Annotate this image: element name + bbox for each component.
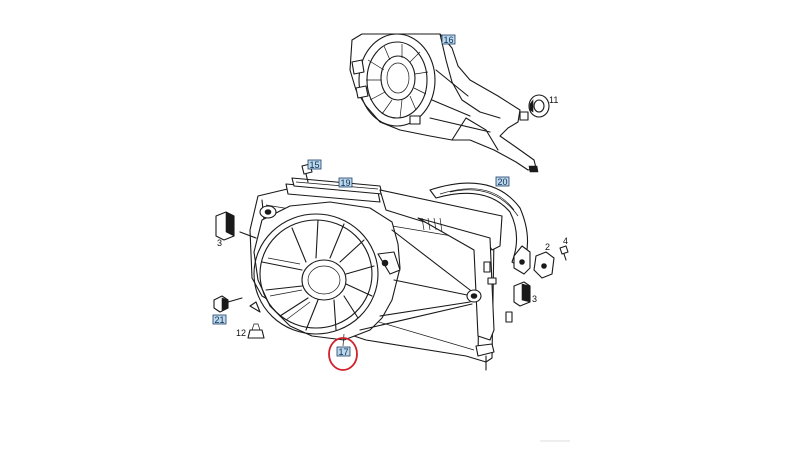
label-21: 21 bbox=[214, 315, 224, 325]
label-box-16: 16 bbox=[441, 34, 456, 45]
label-box-21: 21 bbox=[212, 314, 227, 325]
label-4: 4 bbox=[563, 236, 568, 246]
bolt-part-21 bbox=[213, 295, 243, 313]
faint-mark bbox=[540, 440, 570, 442]
label-19: 19 bbox=[340, 178, 350, 188]
rubber-mount-right-part-3 bbox=[513, 281, 531, 307]
highlight-circle bbox=[328, 337, 358, 371]
label-3-left: 3 bbox=[217, 238, 222, 248]
clip-part-12 bbox=[247, 301, 265, 339]
label-17: 17 bbox=[338, 347, 348, 357]
label-box-19: 19 bbox=[338, 177, 353, 188]
grommet-part-11 bbox=[528, 94, 550, 118]
label-15: 15 bbox=[309, 160, 319, 170]
label-box-17: 17 bbox=[336, 346, 351, 357]
label-2: 2 bbox=[545, 242, 550, 252]
label-box-15: 15 bbox=[307, 159, 322, 170]
bracket-part-2 bbox=[513, 245, 555, 279]
label-16: 16 bbox=[443, 35, 453, 45]
label-3-right: 3 bbox=[532, 294, 537, 304]
rubber-mount-left-part-3 bbox=[215, 211, 257, 241]
label-12: 12 bbox=[236, 328, 246, 338]
label-11: 11 bbox=[549, 95, 558, 105]
condenser-part-20 bbox=[379, 182, 529, 341]
label-20: 20 bbox=[497, 177, 507, 187]
screw-part-4 bbox=[559, 245, 569, 261]
leader-line-17 bbox=[342, 333, 345, 347]
label-box-20: 20 bbox=[495, 176, 510, 187]
cooling-fan-shroud-part-17 bbox=[253, 201, 513, 371]
upper-fan-shroud-assembly bbox=[349, 33, 539, 173]
